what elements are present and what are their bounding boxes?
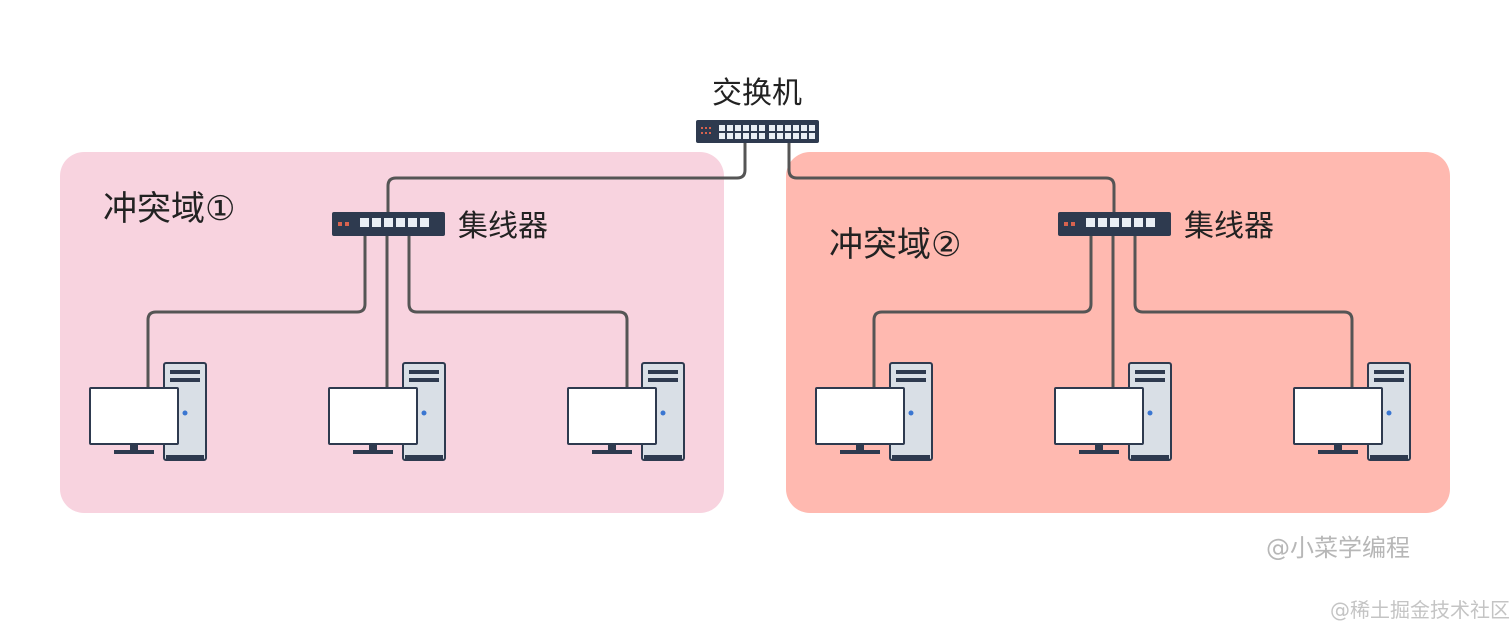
cable-hub-2-to-pc-3 [1133,236,1354,388]
collision-domain-2-area [786,152,1450,513]
cable-switch-to-hub-2 [787,142,1116,213]
collision-domain-2-label: 冲突域② [829,225,961,265]
switch-label: 交换机 [712,76,802,111]
hub-2-device-icon [1058,212,1171,236]
cables [146,142,1354,388]
cable-hub-1-to-pc-1 [146,236,367,388]
switch-device-icon [696,120,819,143]
computer-6-icon [1293,362,1411,461]
hub-1-label: 集线器 [458,209,548,244]
computer-3-icon [567,362,685,461]
collision-domain-1-area [60,152,724,513]
computer-4-icon [815,362,933,461]
computers [89,362,1411,461]
hub-1-device-icon [332,212,445,236]
author-watermark: @小菜学编程 [1266,534,1410,562]
cable-switch-to-hub-1 [386,142,747,213]
site-watermark: @稀土掘金技术社区 [1330,598,1510,622]
computer-5-icon [1054,362,1172,461]
cable-hub-2-to-pc-1 [872,236,1093,388]
cable-hub-1-to-pc-3 [407,236,629,388]
hub-2-label: 集线器 [1184,209,1274,244]
computer-2-icon [328,362,446,461]
collision-domain-1-label: 冲突域① [103,189,235,229]
computer-1-icon [89,362,207,461]
